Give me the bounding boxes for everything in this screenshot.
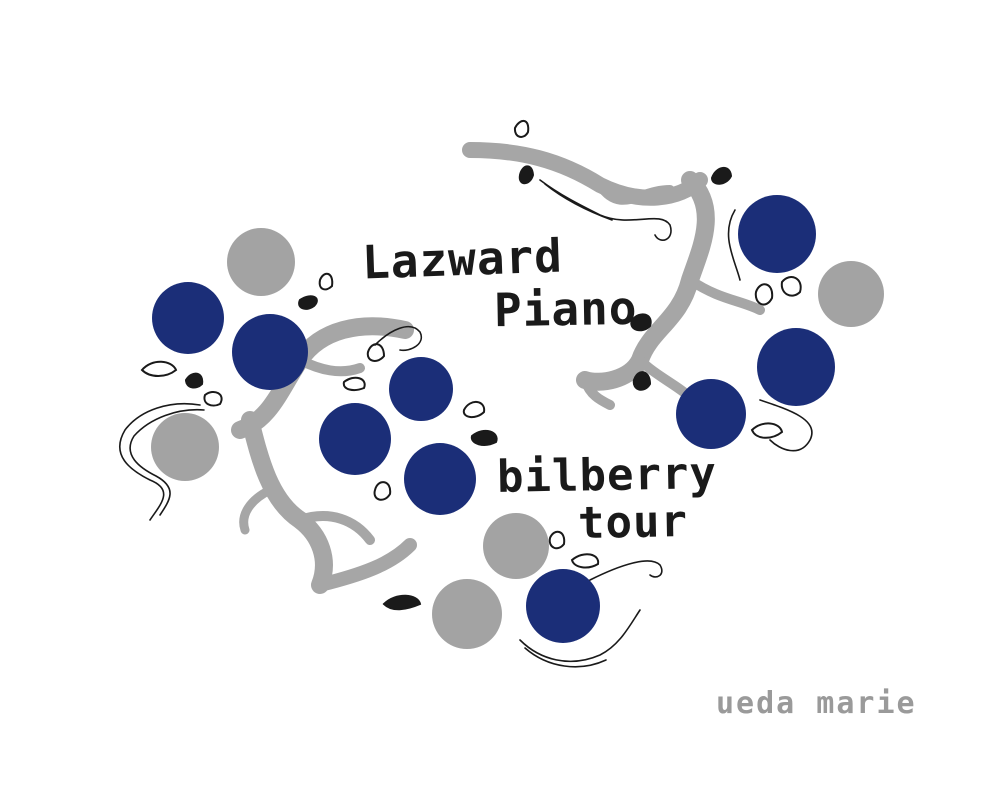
tendril-icon bbox=[759, 399, 813, 452]
leaf-icon bbox=[630, 313, 652, 332]
title-line-2: Piano bbox=[493, 280, 638, 338]
blue-berry-icon bbox=[404, 443, 476, 515]
leaf-icon bbox=[750, 422, 784, 439]
leaf-icon bbox=[382, 594, 422, 611]
leaf-icon bbox=[632, 371, 652, 391]
subtitle-line-2: tour bbox=[577, 496, 689, 549]
blue-berries bbox=[152, 195, 835, 643]
tendrils bbox=[119, 179, 813, 668]
tendril-icon bbox=[539, 179, 672, 241]
leaf-icon bbox=[184, 372, 204, 389]
leaf-icon bbox=[780, 276, 802, 297]
grey-berry-icon bbox=[483, 513, 549, 579]
tendril-icon bbox=[589, 560, 663, 581]
blue-berry-icon bbox=[757, 328, 835, 406]
blue-berry-icon bbox=[319, 403, 391, 475]
leaf-icon bbox=[470, 429, 498, 446]
title-line-1: Lazward bbox=[361, 228, 564, 290]
author-name: ueda marie bbox=[716, 686, 917, 721]
leaves bbox=[140, 120, 802, 611]
leaf-icon bbox=[298, 295, 318, 310]
tendril-icon bbox=[727, 209, 741, 281]
leaf-icon bbox=[140, 360, 178, 377]
blue-berry-icon bbox=[676, 379, 746, 449]
leaf-icon bbox=[548, 530, 566, 550]
tendril-icon bbox=[519, 609, 641, 663]
subtitle-line-1: bilberry bbox=[496, 448, 718, 503]
leaf-icon bbox=[203, 391, 223, 407]
grey-berry-icon bbox=[818, 261, 884, 327]
grey-berry-icon bbox=[151, 413, 219, 481]
leaf-icon bbox=[342, 376, 366, 391]
leaf-icon bbox=[318, 272, 334, 291]
blue-berry-icon bbox=[389, 357, 453, 421]
blue-berry-icon bbox=[232, 314, 308, 390]
leaf-icon bbox=[462, 401, 486, 418]
leaf-icon bbox=[366, 343, 386, 362]
grey-berry-icon bbox=[227, 228, 295, 296]
tendril-icon bbox=[119, 402, 201, 521]
leaf-icon bbox=[513, 120, 530, 138]
blue-berry-icon bbox=[152, 282, 224, 354]
tendril-icon bbox=[129, 408, 205, 516]
leaf-icon bbox=[754, 283, 774, 306]
tendril-icon bbox=[524, 647, 607, 668]
blue-berry-icon bbox=[526, 569, 600, 643]
tendril-icon bbox=[544, 183, 613, 221]
grey-berries bbox=[151, 228, 884, 649]
leaf-icon bbox=[710, 167, 733, 185]
tendril-icon bbox=[374, 326, 423, 352]
leaf-icon bbox=[518, 165, 535, 185]
leaf-icon bbox=[373, 481, 392, 501]
blue-berry-icon bbox=[738, 195, 816, 273]
grey-berry-icon bbox=[432, 579, 502, 649]
leaf-icon bbox=[570, 553, 600, 569]
